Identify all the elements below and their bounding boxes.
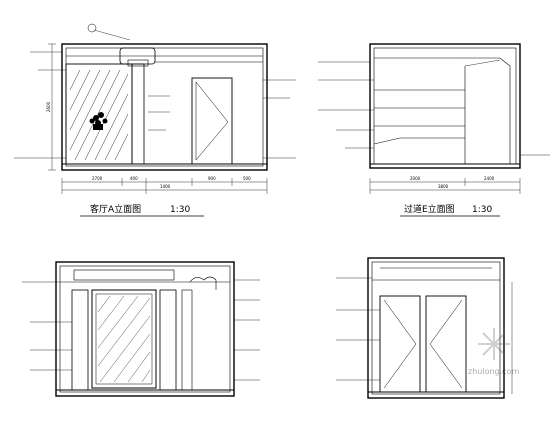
door: [191, 77, 233, 165]
zhulong-watermark: zhulong.com: [468, 328, 519, 376]
dim-height: 2600: [46, 101, 51, 112]
dim-e-1: 2000: [410, 176, 421, 181]
diagonal-hatch-bl: [97, 295, 151, 383]
annotation-leaders: [14, 29, 296, 159]
elevation-corridor-e: 2000 2400 3800 过道E立面图 1:30: [318, 43, 550, 217]
diagonal-hatch: [69, 69, 129, 161]
cornice: [119, 47, 156, 65]
scale-corridor-e: 1:30: [472, 205, 492, 215]
elevation-bottom-right: [336, 257, 513, 399]
door-left: [379, 295, 421, 393]
dim-width-3: 1400: [160, 184, 171, 189]
elevation-bottom-left: [22, 261, 260, 397]
right-column: [159, 289, 177, 391]
shelf-lines: [373, 89, 465, 145]
outer-wall-frame-bl: [55, 261, 235, 397]
column: [131, 63, 145, 165]
outer-wall-frame: [61, 43, 268, 171]
dim-e-3: 3800: [438, 184, 449, 189]
outer-wall-frame-br: [367, 257, 505, 399]
elevation-living-a: 2700 400 1400 900 500 2600 客厅A立面图 1:30: [14, 23, 296, 217]
dim-width-4: 900: [208, 176, 216, 181]
left-column: [71, 289, 89, 391]
dim-width-2: 400: [130, 176, 138, 181]
mirror-panel: [91, 289, 157, 389]
dim-width-1: 2700: [92, 176, 103, 181]
title-corridor-e: 过道E立面图: [404, 203, 455, 215]
door-right: [425, 295, 467, 393]
dim-width-5: 500: [243, 176, 251, 181]
watermark-text: zhulong.com: [468, 367, 519, 376]
dimension-lines: [48, 43, 268, 194]
dim-e-2: 2400: [484, 176, 495, 181]
outer-wall-frame-e: [369, 43, 521, 169]
title-living-a: 客厅A立面图: [90, 203, 141, 215]
dimension-lines-e: [318, 61, 550, 194]
scale-living-a: 1:30: [170, 205, 190, 215]
inner-wall-line: [65, 47, 264, 167]
plant-decor: [89, 112, 108, 130]
